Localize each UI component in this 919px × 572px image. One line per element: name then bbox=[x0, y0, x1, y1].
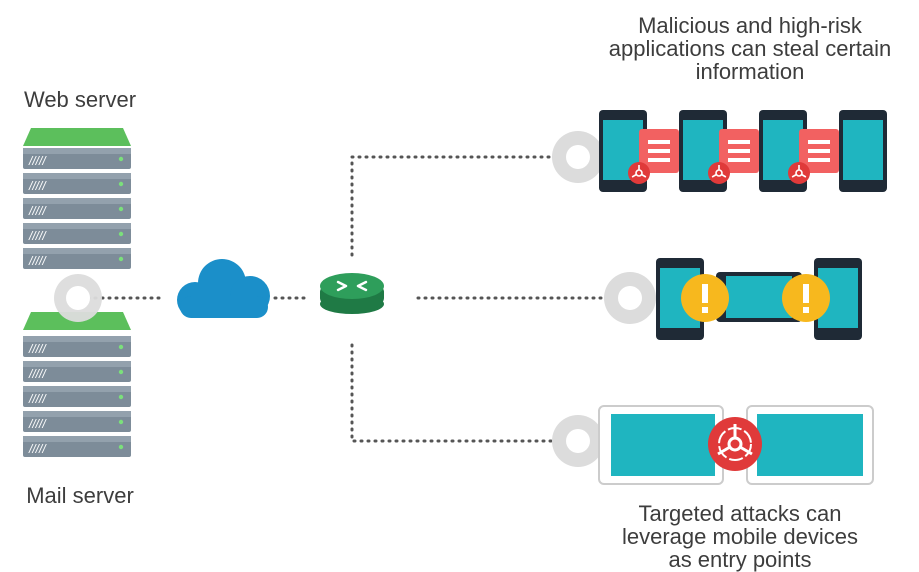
tablet-icon bbox=[746, 405, 874, 485]
biohazard-icon bbox=[708, 417, 762, 471]
mail-server-label: Mail server bbox=[26, 483, 134, 508]
cloud-icon bbox=[177, 259, 270, 318]
mail-server-rack bbox=[23, 312, 131, 457]
smartphone-icon bbox=[839, 110, 887, 192]
router-to-bottom-line bbox=[350, 343, 580, 443]
server-connector-ring bbox=[54, 274, 102, 322]
bottom-caption-line-1: Targeted attacks can bbox=[638, 501, 842, 526]
targeted-tablets bbox=[598, 405, 874, 485]
biohazard-icon bbox=[707, 161, 731, 185]
top-caption-line-1: Malicious and high-risk bbox=[638, 13, 862, 38]
bottom-caption-line-2: leverage mobile devices bbox=[621, 524, 859, 549]
biohazard-icon bbox=[787, 161, 811, 185]
warning-phones bbox=[656, 258, 862, 340]
web-server-label: Web server bbox=[23, 87, 137, 112]
middle-connector-ring bbox=[604, 272, 656, 324]
top-connector-ring bbox=[552, 131, 604, 183]
bottom-caption-line-3: as entry points bbox=[668, 547, 812, 572]
top-caption-line-2: applications can steal certain bbox=[608, 36, 892, 61]
top-caption: Malicious and high-risk applications can… bbox=[560, 14, 919, 83]
bottom-connector-ring bbox=[552, 415, 604, 467]
warning-icon bbox=[681, 274, 729, 322]
malicious-app-phones bbox=[599, 110, 887, 192]
landscape-phone-icon bbox=[716, 272, 802, 322]
router-icon bbox=[320, 273, 384, 314]
router-to-top-line bbox=[350, 155, 580, 257]
biohazard-icon bbox=[627, 161, 651, 185]
top-caption-line-3: information bbox=[695, 59, 805, 84]
warning-icon bbox=[782, 274, 830, 322]
tablet-icon bbox=[598, 405, 724, 485]
web-server-rack bbox=[23, 128, 131, 269]
bottom-caption: Targeted attacks can leverage mobile dev… bbox=[560, 502, 919, 571]
